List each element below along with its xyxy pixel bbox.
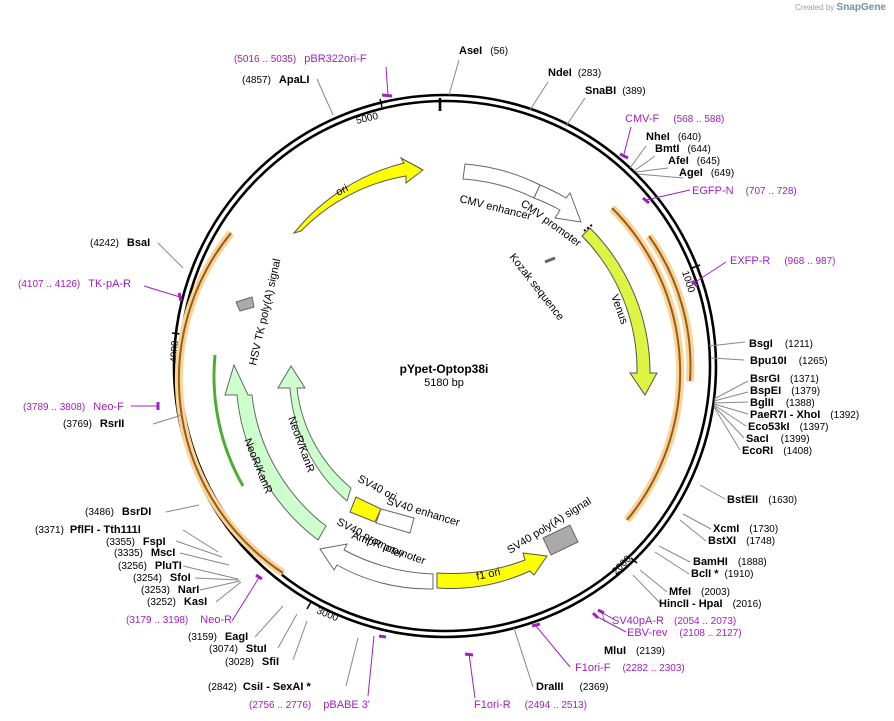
backbone-outer	[172, 93, 718, 639]
site-MscI: (3335)MscI	[114, 547, 175, 559]
site-Eco53kI: Eco53kI(1397)	[748, 421, 829, 433]
site-BamHI: BamHI(1888)	[693, 556, 767, 568]
sv40-ori-feature	[349, 496, 382, 523]
site-FspI: (3355)FspI	[106, 536, 166, 548]
site-SnaBI: SnaBI(389)	[585, 85, 646, 97]
primer-Neo-R: (3179 .. 3198)Neo-R	[126, 614, 232, 626]
primer-F1ori-F: F1ori-F(2282 .. 2303)	[575, 662, 685, 674]
primer-Neo-F: (3789 .. 3808)Neo-F	[23, 401, 124, 413]
site-EcoRI: EcoRI(1408)	[742, 445, 812, 457]
cmv-promoter-feature	[533, 184, 582, 223]
ampr-promoter-feature	[319, 543, 434, 590]
site-CsiI-SexAI: (2842)CsiI - SexAI *	[208, 681, 311, 693]
site-SacI: SacI(1399)	[746, 433, 810, 445]
primer-marks	[156, 93, 699, 657]
site-NdeI: NdeI(283)	[548, 67, 601, 79]
primer-EGFP-N: EGFP-N(707 .. 728)	[692, 185, 797, 197]
site-KasI: (3252)KasI	[147, 596, 207, 608]
ori-feature	[292, 156, 424, 234]
primer-pBABE3: (2756 .. 2776)pBABE 3'	[249, 699, 370, 711]
tick-3000: 3000	[306, 601, 340, 624]
primer-F1ori-R: F1ori-R(2494 .. 2513)	[474, 699, 587, 711]
site-AfeI: AfeI(645)	[668, 155, 720, 167]
site-NarI: (3253)NarI	[141, 584, 199, 596]
site-NheI: NheI(640)	[646, 131, 701, 143]
site-DraIII: DraIII(2369)	[536, 681, 608, 693]
site-PaeR7I-XhoI: PaeR7I - XhoI(1392)	[750, 409, 859, 421]
site-XcmI: XcmI(1730)	[713, 523, 778, 535]
hsv-tk-feature	[235, 296, 255, 312]
plasmid-size: 5180 bp	[424, 377, 464, 389]
primer-EXFP-R: EXFP-R(968 .. 987)	[730, 255, 836, 267]
snapgene-logo: SnapGene	[836, 2, 886, 13]
site-BglII: BglII(1388)	[750, 397, 815, 409]
neokanr-inner-feature	[277, 365, 352, 502]
site-HincII-HpaI: HincII - HpaI(2016)	[659, 598, 761, 610]
site-BspEI: BspEI(1379)	[750, 385, 820, 397]
orf-right-2	[648, 235, 692, 382]
site-AseI: AseI(56)	[459, 45, 508, 57]
tick-5000: 5000	[355, 98, 383, 127]
brand-credit: Created by SnapGene	[795, 2, 886, 13]
site-BsgI: BsgI(1211)	[749, 338, 813, 350]
kozak-feature	[544, 256, 556, 264]
site-ApaLI: (4857)ApaLI	[242, 74, 309, 86]
tick-2000: 2000	[610, 553, 638, 577]
site-EagI: (3159)EagI	[188, 631, 248, 643]
site-BsrDI: (3486)BsrDI	[85, 506, 151, 518]
primer-SV40pA-R: SV40pA-R(2054 .. 2073)	[612, 615, 736, 627]
site-MluI: MluI(2139)	[604, 645, 665, 657]
site-SfiI: (3028)SfiI	[225, 656, 279, 668]
orf-left	[177, 232, 284, 574]
tick-label-5000: 5000	[355, 111, 380, 127]
sv40-enhancer-feature	[375, 508, 415, 534]
primer-TK-pA-R: (4107 .. 4126)TK-pA-R	[18, 278, 131, 290]
site-BmtI: BmtI(644)	[655, 143, 711, 155]
f1-ori-feature	[436, 552, 548, 589]
site-BsaI: (4242)BsaI	[90, 237, 150, 249]
site-MfeI: MfeI(2003)	[669, 586, 730, 598]
site-SfoI: (3254)SfoI	[133, 572, 191, 584]
orf-left-green	[212, 354, 245, 487]
venus-start-mark	[583, 223, 594, 232]
ori-label: ori	[334, 182, 350, 198]
primer-CMV-F: CMV-F(568 .. 588)	[625, 113, 724, 125]
plasmid-name: pYpet-Optop38i	[400, 362, 489, 376]
site-BstXI: BstXI(1748)	[708, 535, 775, 547]
site-StuI: (3074)StuI	[209, 643, 267, 655]
primer-EBV-rev: EBV-rev(2108 .. 2127)	[627, 627, 742, 639]
site-RsrII: (3769)RsrII	[63, 418, 124, 430]
neokanr-outer-feature	[224, 363, 327, 541]
site-Bpu10I: Bpu10I(1265)	[750, 355, 828, 367]
kozak-label: Kozak sequence	[507, 251, 567, 322]
site-BstEII: BstEII(1630)	[727, 494, 797, 506]
cmv-enhancer-feature	[462, 163, 541, 199]
brand-prefix: Created by	[795, 3, 835, 12]
site-AgeI: AgeI(649)	[679, 167, 734, 179]
orf-right-1	[611, 207, 682, 521]
f1-ori-label: f1 ori	[475, 566, 501, 583]
site-PflFI-Tth111I: (3371)PflFI - Tth111I	[35, 524, 141, 536]
primer-pBR322ori-F: (5016 .. 5035)pBR322ori-F	[234, 53, 367, 65]
site-BclI: BclI *(1910)	[691, 568, 753, 580]
sv40-polya-feature	[542, 524, 579, 556]
site-BsrGI: BsrGI(1371)	[750, 373, 819, 385]
site-leaders	[152, 59, 749, 688]
venus-feature	[581, 227, 658, 396]
hsv-tk-label: HSV TK poly(A) signal	[247, 258, 283, 367]
site-PluTI: (3256)PluTI	[118, 560, 182, 572]
primer-leaders	[131, 66, 727, 699]
